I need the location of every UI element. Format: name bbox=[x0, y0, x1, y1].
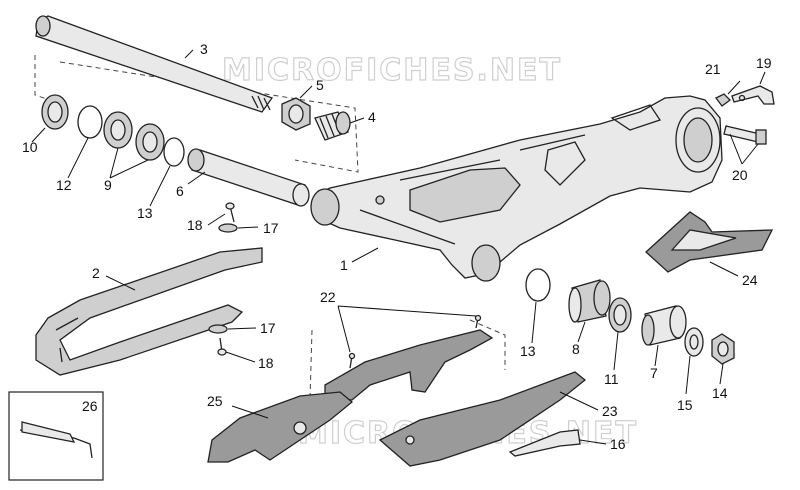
callout-17-lower: 17 bbox=[260, 320, 276, 336]
callout-25: 25 bbox=[207, 393, 223, 409]
part-17-washer-upper bbox=[218, 223, 238, 233]
part-18-screw-upper bbox=[225, 202, 235, 223]
part-5-nut bbox=[281, 97, 311, 131]
callout-23: 23 bbox=[602, 403, 618, 419]
callout-7: 7 bbox=[650, 365, 658, 381]
part-8-needle-bearing bbox=[568, 279, 611, 323]
part-16-bracket bbox=[508, 429, 581, 457]
part-22-chain-guard bbox=[324, 314, 494, 401]
callout-20: 20 bbox=[732, 167, 748, 183]
assembly-guide-lines bbox=[34, 55, 506, 411]
callout-26: 26 bbox=[82, 398, 98, 414]
callout-15: 15 bbox=[677, 397, 693, 413]
part-23-chain-cover bbox=[378, 371, 587, 467]
part-4-bushing bbox=[314, 111, 351, 141]
callout-13-upper: 13 bbox=[137, 205, 153, 221]
callout-13-lower: 13 bbox=[520, 343, 536, 359]
part-1-swingarm bbox=[310, 95, 723, 282]
callout-18-lower: 18 bbox=[258, 355, 274, 371]
part-3-pivot-shaft bbox=[35, 15, 274, 113]
part-14-nut bbox=[711, 333, 735, 365]
inset-box-26 bbox=[8, 391, 104, 481]
callout-2: 2 bbox=[92, 265, 100, 281]
callout-22: 22 bbox=[320, 289, 336, 305]
callout-1: 1 bbox=[340, 257, 348, 273]
part-24-guard-plate bbox=[645, 211, 774, 273]
part-18-screw-lower bbox=[217, 337, 227, 356]
part-15-washer bbox=[684, 327, 704, 357]
part-12-circlip bbox=[77, 105, 103, 139]
watermark-top: MICROFICHES.NET bbox=[222, 53, 562, 88]
callout-9: 9 bbox=[104, 177, 112, 193]
callout-12: 12 bbox=[56, 177, 72, 193]
callout-6: 6 bbox=[176, 183, 184, 199]
part-9-bearings bbox=[103, 111, 165, 161]
part-19-bracket bbox=[731, 85, 775, 105]
part-6-spacer-tube bbox=[187, 148, 310, 207]
part-10-seal-ring bbox=[41, 94, 69, 130]
part-2-chain-slider bbox=[35, 247, 263, 376]
part-13-o-ring-lower bbox=[525, 268, 551, 302]
callout-11: 11 bbox=[604, 371, 619, 387]
part-11-seal bbox=[608, 297, 632, 333]
leader-lines bbox=[31, 49, 766, 445]
callout-19: 19 bbox=[756, 55, 772, 71]
part-13-o-ring-upper bbox=[163, 137, 185, 167]
callout-18-upper: 18 bbox=[187, 217, 203, 233]
part-20-bolt bbox=[723, 125, 767, 145]
callout-8: 8 bbox=[572, 341, 580, 357]
callout-3: 3 bbox=[200, 41, 208, 57]
callout-4: 4 bbox=[368, 109, 376, 125]
part-17-washer-lower bbox=[208, 324, 228, 334]
callout-14: 14 bbox=[712, 385, 728, 401]
callout-21: 21 bbox=[705, 61, 721, 77]
part-25-side-cover bbox=[207, 391, 354, 463]
part-21-nut bbox=[715, 93, 731, 107]
callout-16: 16 bbox=[610, 436, 626, 452]
callout-5: 5 bbox=[316, 77, 324, 93]
callout-10: 10 bbox=[22, 139, 38, 155]
callout-24: 24 bbox=[742, 272, 758, 288]
callout-17-upper: 17 bbox=[263, 220, 279, 236]
callout-labels: 3 5 4 10 12 9 13 6 18 17 2 17 18 22 21 1… bbox=[22, 41, 772, 452]
part-7-bushing bbox=[641, 305, 687, 346]
